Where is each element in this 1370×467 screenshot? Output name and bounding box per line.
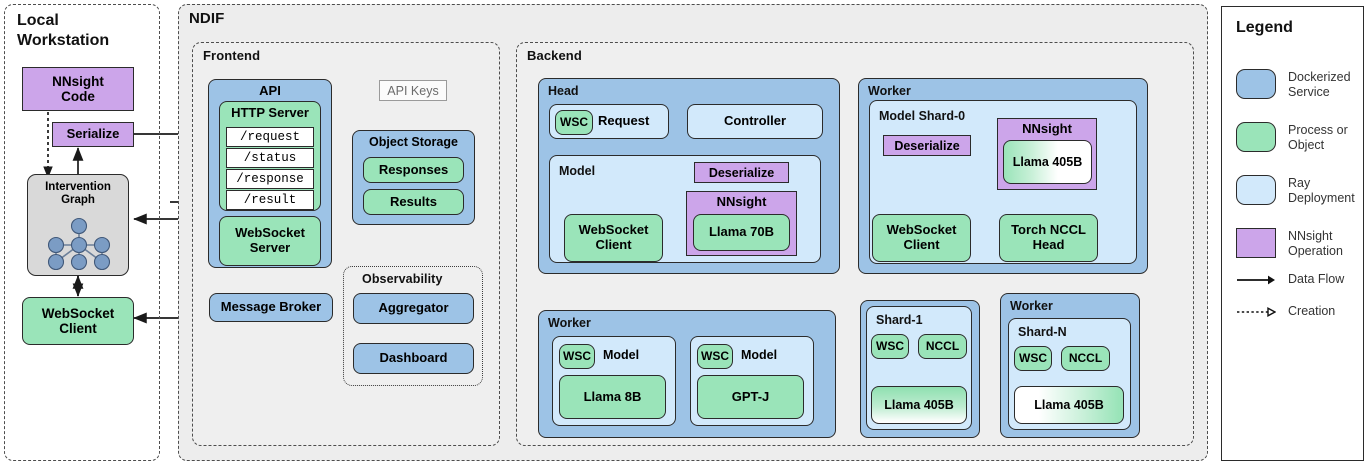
legend-swatch-ray-deployment: [1236, 175, 1276, 205]
shard1-wsc-node[interactable]: WSC: [871, 334, 909, 359]
shardN-wsc-node[interactable]: WSC: [1014, 346, 1052, 371]
head-llm-node[interactable]: Llama 70B: [693, 214, 790, 251]
workstation-websocket-client-node[interactable]: WebSocket Client: [22, 297, 134, 345]
websocket-server-node[interactable]: WebSocket Server: [219, 216, 321, 266]
legend-item-creation: Creation: [1236, 304, 1335, 319]
legend-label-nnsight-operation: NNsight Operation: [1288, 229, 1343, 259]
local-workstation-title: Local Workstation: [17, 11, 109, 51]
intervention-graph-label: Intervention Graph: [45, 181, 111, 206]
shard0-llm-node[interactable]: Llama 405B: [1003, 140, 1092, 184]
shardN-nccl-node[interactable]: NCCL: [1061, 346, 1110, 371]
intervention-graph-node[interactable]: Intervention Graph: [27, 174, 129, 276]
responses-node[interactable]: Responses: [363, 157, 464, 183]
worker-small-model0-title: Model: [603, 348, 640, 362]
controller-deployment[interactable]: Controller: [687, 104, 823, 139]
legend-label-process-or-object: Process or Object: [1288, 123, 1348, 153]
legend-swatch-dockerized-service: [1236, 69, 1276, 99]
legend-item-ray-deployment: Ray Deployment: [1236, 175, 1355, 207]
frontend-title: Frontend: [203, 48, 261, 63]
legend-label-dockerized-service: Dockerized Service: [1288, 70, 1351, 100]
shard0-nnsight-label: NNsight: [1022, 121, 1072, 136]
worker-small-model0-llm[interactable]: Llama 8B: [559, 375, 666, 419]
head-websocket-client-node[interactable]: WebSocket Client: [564, 214, 663, 262]
backend-title: Backend: [527, 48, 582, 63]
shard1-llm-node[interactable]: Llama 405B: [871, 386, 967, 424]
head-model-title: Model: [559, 164, 596, 178]
legend-item-process-or-object: Process or Object: [1236, 122, 1348, 154]
legend-label-creation: Creation: [1288, 304, 1336, 318]
head-nnsight-label: NNsight: [716, 194, 767, 209]
request-label: Request: [598, 113, 650, 128]
model-shard0-title: Model Shard-0: [879, 109, 966, 123]
legend-swatch-nnsight-operation: [1236, 228, 1276, 258]
worker-small-model1-wsc[interactable]: WSC: [697, 344, 733, 369]
endpoint-response[interactable]: /response: [226, 169, 314, 189]
observability-title: Observability: [362, 272, 443, 286]
legend-swatch-process-or-object: [1236, 122, 1276, 152]
head-deserialize-node[interactable]: Deserialize: [694, 162, 789, 183]
legend-label-ray-deployment: Ray Deployment: [1288, 176, 1355, 206]
worker-shardN-title: Worker: [1010, 299, 1053, 313]
worker-small-model1-title: Model: [741, 348, 778, 362]
legend-item-data-flow: Data Flow: [1236, 272, 1344, 287]
ndif-title: NDIF: [189, 10, 225, 27]
worker-shard0-title: Worker: [868, 84, 911, 98]
results-node[interactable]: Results: [363, 189, 464, 215]
creation-arrow-icon: [1237, 306, 1276, 317]
message-broker-node[interactable]: Message Broker: [209, 293, 333, 322]
legend-label-data-flow: Data Flow: [1288, 272, 1345, 286]
legend-item-dockerized-service: Dockerized Service: [1236, 69, 1351, 101]
endpoint-result[interactable]: /result: [226, 190, 314, 210]
legend-item-nnsight-operation: NNsight Operation: [1236, 228, 1343, 260]
torch-nccl-head-node[interactable]: Torch NCCL Head: [999, 214, 1098, 262]
local-workstation-group: Local Workstation: [4, 4, 160, 461]
shard0-deserialize-node[interactable]: Deserialize: [883, 135, 971, 156]
local-workstation-title-line2: Workstation: [17, 32, 110, 49]
endpoint-status[interactable]: /status: [226, 148, 314, 168]
shardN-llm-node[interactable]: Llama 405B: [1014, 386, 1124, 424]
head-title: Head: [548, 84, 579, 98]
worker-small-model1-llm[interactable]: GPT-J: [697, 375, 804, 419]
worker-small-model0-wsc[interactable]: WSC: [559, 344, 595, 369]
data-flow-arrow-icon: [1237, 275, 1275, 285]
shard1-nccl-node[interactable]: NCCL: [918, 334, 967, 359]
worker-small-model1-deployment[interactable]: WSC Model GPT-J: [690, 329, 821, 426]
legend-title: Legend: [1236, 19, 1293, 36]
shard0-websocket-client-node[interactable]: WebSocket Client: [872, 214, 971, 262]
endpoint-request[interactable]: /request: [226, 127, 314, 147]
local-workstation-title-line1: Local: [17, 12, 59, 29]
head-wsc-node[interactable]: WSC: [555, 110, 593, 135]
observability-group: Observability: [343, 266, 483, 386]
serialize-node[interactable]: Serialize: [52, 122, 134, 147]
dashboard-node[interactable]: Dashboard: [353, 343, 474, 374]
shard1-title: Shard-1: [876, 313, 923, 327]
api-keys-label: API Keys: [379, 80, 447, 101]
request-deployment[interactable]: WSC Request: [549, 104, 669, 139]
shardN-title: Shard-N: [1018, 325, 1067, 339]
object-storage-title: Object Storage: [369, 135, 458, 149]
worker-small-model0-deployment[interactable]: WSC Model Llama 8B: [552, 329, 683, 426]
legend-panel: Legend Dockerized Service Process or Obj…: [1221, 6, 1364, 461]
http-server-label: HTTP Server: [231, 105, 309, 120]
nnsight-code-node[interactable]: NNsight Code: [22, 67, 134, 111]
api-title: API: [259, 83, 281, 98]
intervention-graph-svg: [47, 217, 111, 271]
worker-small-title: Worker: [548, 316, 591, 330]
aggregator-node[interactable]: Aggregator: [353, 293, 474, 324]
